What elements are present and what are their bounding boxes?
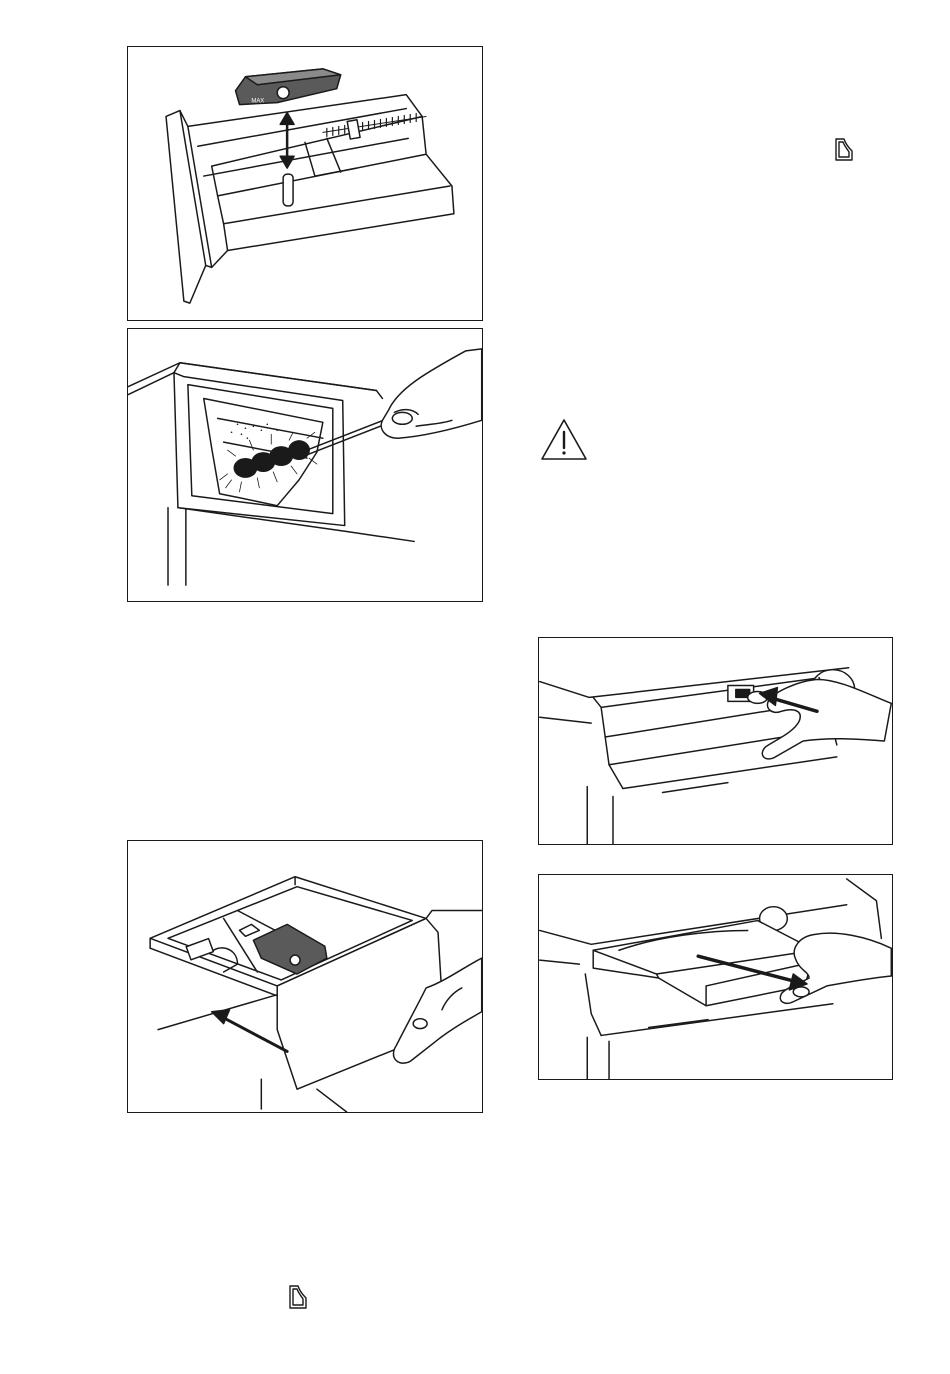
figure-dispenser-drawer-pull [127, 840, 483, 1113]
illustration-drawer-pull [128, 841, 482, 1112]
detergent-compartment-icon [834, 137, 854, 162]
illustration-drawer-open [539, 875, 892, 1079]
figure-drawer-pull-out [538, 874, 893, 1080]
figure-dispenser-cap-removal: MAX [127, 46, 483, 321]
illustration-release-button [539, 638, 892, 844]
illustration-dispenser-cap: MAX [128, 47, 482, 320]
detergent-compartment-icon [288, 1284, 308, 1310]
warning-triangle-icon [540, 418, 588, 461]
figure-dispenser-recess-cleaning [127, 328, 483, 602]
illustration-recess-brush [128, 329, 482, 601]
figure-release-button-press [538, 637, 893, 845]
svg-text:MAX: MAX [251, 99, 264, 105]
